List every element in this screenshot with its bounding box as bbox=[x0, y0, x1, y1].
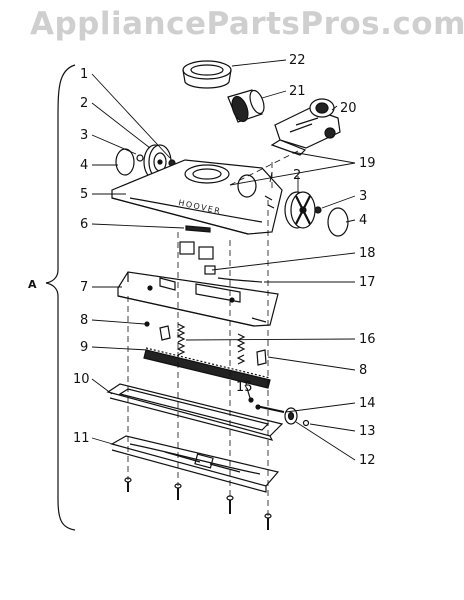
callout-10: 10 bbox=[73, 372, 90, 387]
callout-14: 14 bbox=[359, 396, 376, 411]
callout-4-right: 4 bbox=[359, 213, 367, 228]
callout-2-right: 2 bbox=[293, 168, 301, 183]
part-6-strip bbox=[179, 225, 214, 260]
callout-18: 18 bbox=[359, 246, 376, 261]
callout-12: 12 bbox=[359, 453, 376, 468]
part-13-washer bbox=[302, 419, 310, 427]
callout-1: 1 bbox=[80, 67, 88, 82]
callout-15: 15 bbox=[236, 380, 253, 395]
part-20-pivot bbox=[270, 98, 341, 156]
callout-8-right: 8 bbox=[359, 363, 367, 378]
callout-6: 6 bbox=[80, 217, 88, 232]
part-4-hubcap-left bbox=[115, 148, 135, 176]
callouts: 22 21 20 1 2 3 4 5 6 7 8 9 10 11 19 2 3 … bbox=[73, 53, 376, 468]
part-16-springs bbox=[176, 323, 246, 365]
part-8-clip-right bbox=[256, 349, 267, 366]
watermark: AppliancePartsPros.com bbox=[30, 6, 464, 42]
assembly-lines bbox=[127, 149, 301, 516]
callout-3-right: 3 bbox=[359, 189, 367, 204]
part-8-clip-left bbox=[144, 321, 171, 341]
part-11-bottom-plate bbox=[110, 435, 280, 493]
callout-11: 11 bbox=[73, 431, 90, 446]
callout-3-left: 3 bbox=[80, 128, 88, 143]
callout-7: 7 bbox=[80, 280, 88, 295]
leader-lines bbox=[91, 59, 356, 461]
part-14-rod bbox=[255, 404, 285, 413]
callout-19: 19 bbox=[359, 156, 376, 171]
callout-8-left: 8 bbox=[80, 313, 88, 328]
callout-22: 22 bbox=[289, 53, 306, 68]
part-2-wheel-right bbox=[284, 191, 316, 229]
part-22-seal-ring bbox=[182, 60, 232, 89]
callout-5: 5 bbox=[80, 187, 88, 202]
assembly-bracket bbox=[45, 64, 76, 531]
part-17-spring-wire bbox=[217, 277, 263, 283]
callout-16: 16 bbox=[359, 332, 376, 347]
screws bbox=[124, 477, 272, 530]
callout-9: 9 bbox=[80, 340, 88, 355]
part-12-bearing bbox=[284, 407, 298, 425]
part-21-sleeve bbox=[227, 89, 265, 123]
callout-4-left: 4 bbox=[80, 158, 88, 173]
part-3-washer-right bbox=[314, 206, 322, 214]
part-15-pin bbox=[246, 387, 254, 403]
assembly-label: A bbox=[28, 278, 37, 291]
part-3-washer-left bbox=[136, 154, 144, 162]
callout-20: 20 bbox=[340, 101, 357, 116]
callout-21: 21 bbox=[289, 84, 306, 99]
part-10-frame bbox=[106, 383, 284, 441]
callout-13: 13 bbox=[359, 424, 376, 439]
part-7-base-plate bbox=[117, 271, 279, 327]
callout-2-left: 2 bbox=[80, 96, 88, 111]
part-4-hubcap-right bbox=[327, 207, 349, 237]
part-5-housing: HOOVER bbox=[111, 159, 283, 235]
callout-17: 17 bbox=[359, 275, 376, 290]
part-9-brush bbox=[143, 347, 271, 389]
